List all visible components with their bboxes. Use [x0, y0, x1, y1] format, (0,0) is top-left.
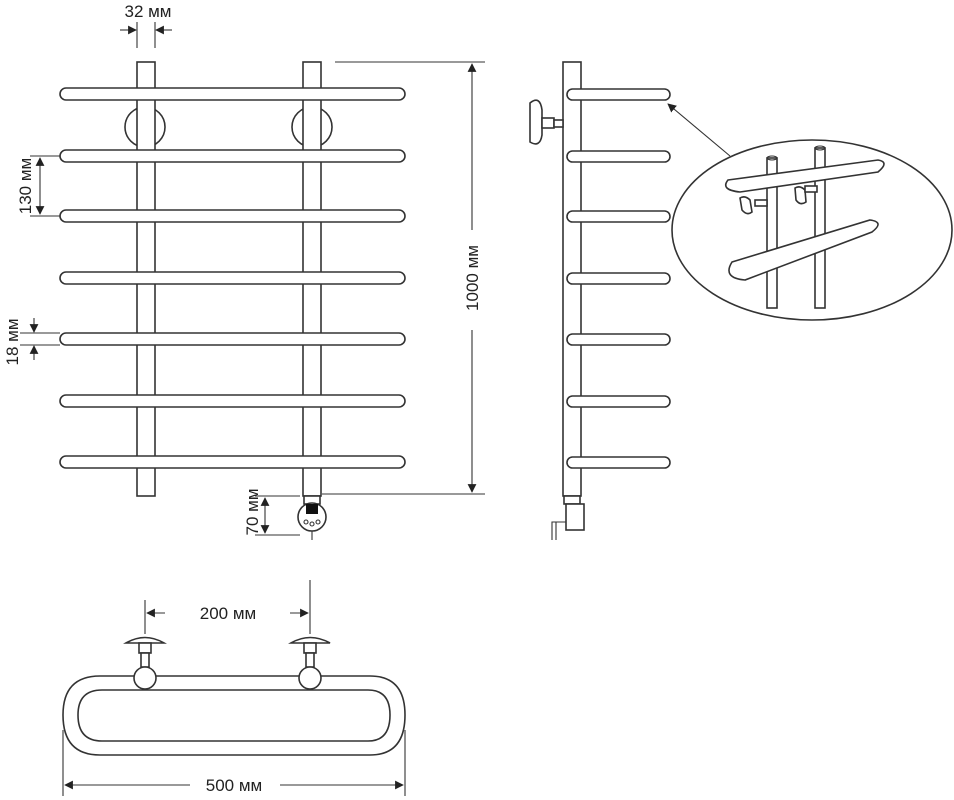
label-mount-spacing: 200 мм [200, 604, 256, 623]
dim-mount-spacing: 200 мм [144, 580, 311, 634]
label-total-width: 500 мм [206, 776, 262, 795]
side-heater [551, 495, 585, 540]
label-total-height: 1000 мм [463, 245, 482, 311]
side-rung [566, 395, 671, 408]
rung [59, 87, 406, 101]
side-rung [566, 333, 671, 346]
side-wall-bracket [529, 99, 564, 145]
label-pipe-diameter: 32 мм [124, 2, 171, 21]
label-heater-offset: 70 мм [243, 488, 262, 535]
rung [59, 394, 406, 408]
rung [59, 455, 406, 469]
dim-rung-diameter: 18 мм [3, 318, 60, 366]
dim-rung-spacing: 130 мм [16, 155, 60, 217]
side-rung [566, 150, 671, 163]
label-rung-spacing: 130 мм [16, 158, 35, 214]
top-mount-right [288, 636, 331, 690]
rungs [59, 87, 406, 469]
dim-total-width: 500 мм [62, 730, 406, 796]
front-view: 32 мм 130 мм 18 мм 1000 мм [3, 2, 485, 540]
dim-pipe-diameter: 32 мм [120, 2, 172, 48]
heater-element [297, 495, 327, 540]
callout-ellipse [671, 139, 953, 321]
side-rung [566, 88, 671, 101]
rung [59, 209, 406, 223]
rung [59, 149, 406, 163]
callout-arrow [667, 103, 731, 157]
dim-heater-offset: 70 мм [243, 488, 300, 536]
side-view [529, 61, 671, 540]
callout-detail-sketch [724, 145, 885, 309]
detail-callout [667, 103, 953, 321]
side-rung [566, 210, 671, 223]
top-view: 200 мм 500 мм [62, 580, 406, 796]
side-rungs [566, 88, 671, 469]
rung [59, 271, 406, 285]
rung [59, 332, 406, 346]
side-rung [566, 456, 671, 469]
dim-total-height: 1000 мм [322, 61, 485, 495]
label-rung-diameter: 18 мм [3, 318, 22, 365]
top-loop-inner [77, 689, 391, 742]
side-rung [566, 272, 671, 285]
top-mount-left [123, 636, 167, 690]
